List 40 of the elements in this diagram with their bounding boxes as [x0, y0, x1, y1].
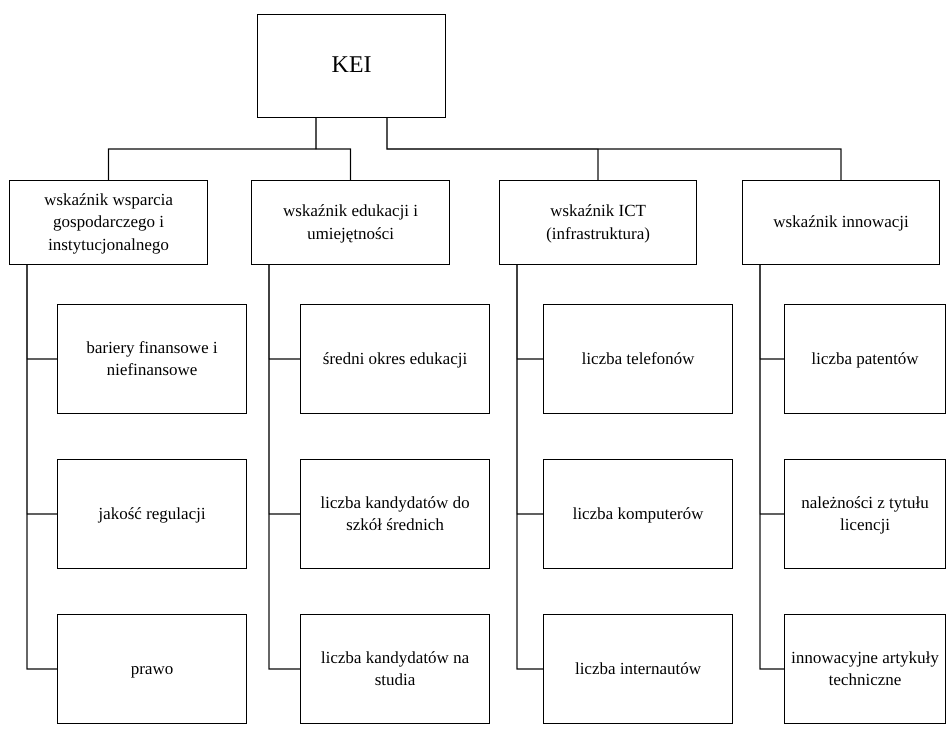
category-box — [300, 459, 490, 569]
box-label: wskaźnik innowacji — [773, 211, 909, 234]
box-label: średni okres edukacji — [322, 348, 468, 370]
category-box — [499, 180, 697, 265]
box-label: liczba internautów — [574, 658, 702, 680]
root-box — [257, 14, 446, 118]
box-label: wskaźnik ICT (infrastruktura) — [545, 200, 651, 244]
box-label: bariery finansowe i niefinansowe — [85, 336, 219, 381]
box-label: wskaźnik edukacji i umiejętności — [282, 200, 419, 245]
box-label: liczba kandydatów do szkół średnich — [319, 492, 471, 536]
category-box — [300, 304, 490, 414]
category-box — [57, 304, 247, 414]
category-box — [784, 459, 946, 569]
box-label: liczba kandydatów na studia — [320, 646, 470, 691]
box-label: liczba telefonów — [582, 348, 694, 370]
category-box — [543, 304, 733, 414]
box-label: innowacyjne artykuły techniczne — [790, 646, 940, 691]
category-box — [251, 180, 450, 265]
category-box — [57, 614, 247, 724]
category-box — [742, 180, 940, 265]
connector-line — [315, 118, 352, 180]
box-label: liczba komputerów — [572, 502, 704, 525]
connector-line — [516, 265, 543, 670]
box-label: liczba patentów — [811, 348, 919, 370]
connector-line — [26, 265, 57, 670]
connector-line — [386, 118, 842, 180]
connector-line — [759, 265, 784, 670]
box-label: KEI — [332, 51, 372, 80]
category-box — [543, 459, 733, 569]
box-label: należności z tytułu licencji — [800, 492, 930, 536]
box-label: prawo — [130, 658, 174, 680]
box-label: jakość regulacji — [98, 502, 206, 525]
category-box — [784, 614, 946, 724]
category-box — [543, 614, 733, 724]
box-label: wskaźnik wsparcia gospodarczego i instytucjonalnego — [43, 189, 174, 256]
category-box — [300, 614, 490, 724]
category-box — [9, 180, 208, 265]
connector-line — [268, 265, 300, 670]
category-box — [784, 304, 946, 414]
category-box — [57, 459, 247, 569]
